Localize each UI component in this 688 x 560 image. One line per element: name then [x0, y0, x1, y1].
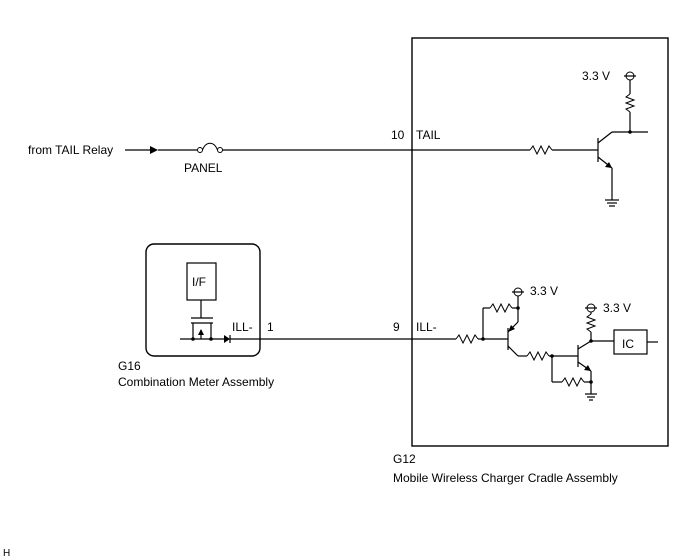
- meter-transistor-icon: [180, 300, 412, 343]
- ill-pin-number: 9: [393, 320, 400, 334]
- charger-code: G12: [393, 452, 416, 466]
- input-label: from TAIL Relay: [28, 143, 113, 157]
- fuse-label: PANEL: [184, 161, 223, 175]
- charger-name: Mobile Wireless Charger Cradle Assembly: [393, 471, 618, 485]
- input-arrow-icon: [125, 146, 158, 154]
- supply-voltage-1: 3.3 V: [582, 69, 610, 83]
- charger-box: [411, 37, 669, 447]
- ill-circuit: [412, 287, 658, 401]
- meter-code: G16: [118, 359, 141, 373]
- interface-label: I/F: [192, 275, 206, 289]
- meter-pin-number: 1: [267, 320, 274, 334]
- ill-pin-label: ILL-: [416, 320, 437, 334]
- meter-pin-label: ILL-: [232, 320, 253, 334]
- ic-label: IC: [622, 337, 634, 351]
- tail-input-circuit: [412, 71, 648, 207]
- meter-box: [145, 243, 261, 357]
- footer-mark: H: [3, 548, 10, 559]
- tail-pin-number: 10: [391, 128, 405, 142]
- fuse-panel-icon: [158, 142, 412, 153]
- supply-voltage-2: 3.3 V: [530, 284, 558, 298]
- supply-voltage-3: 3.3 V: [603, 301, 631, 315]
- tail-pin-label: TAIL: [416, 128, 441, 142]
- meter-name: Combination Meter Assembly: [118, 375, 274, 389]
